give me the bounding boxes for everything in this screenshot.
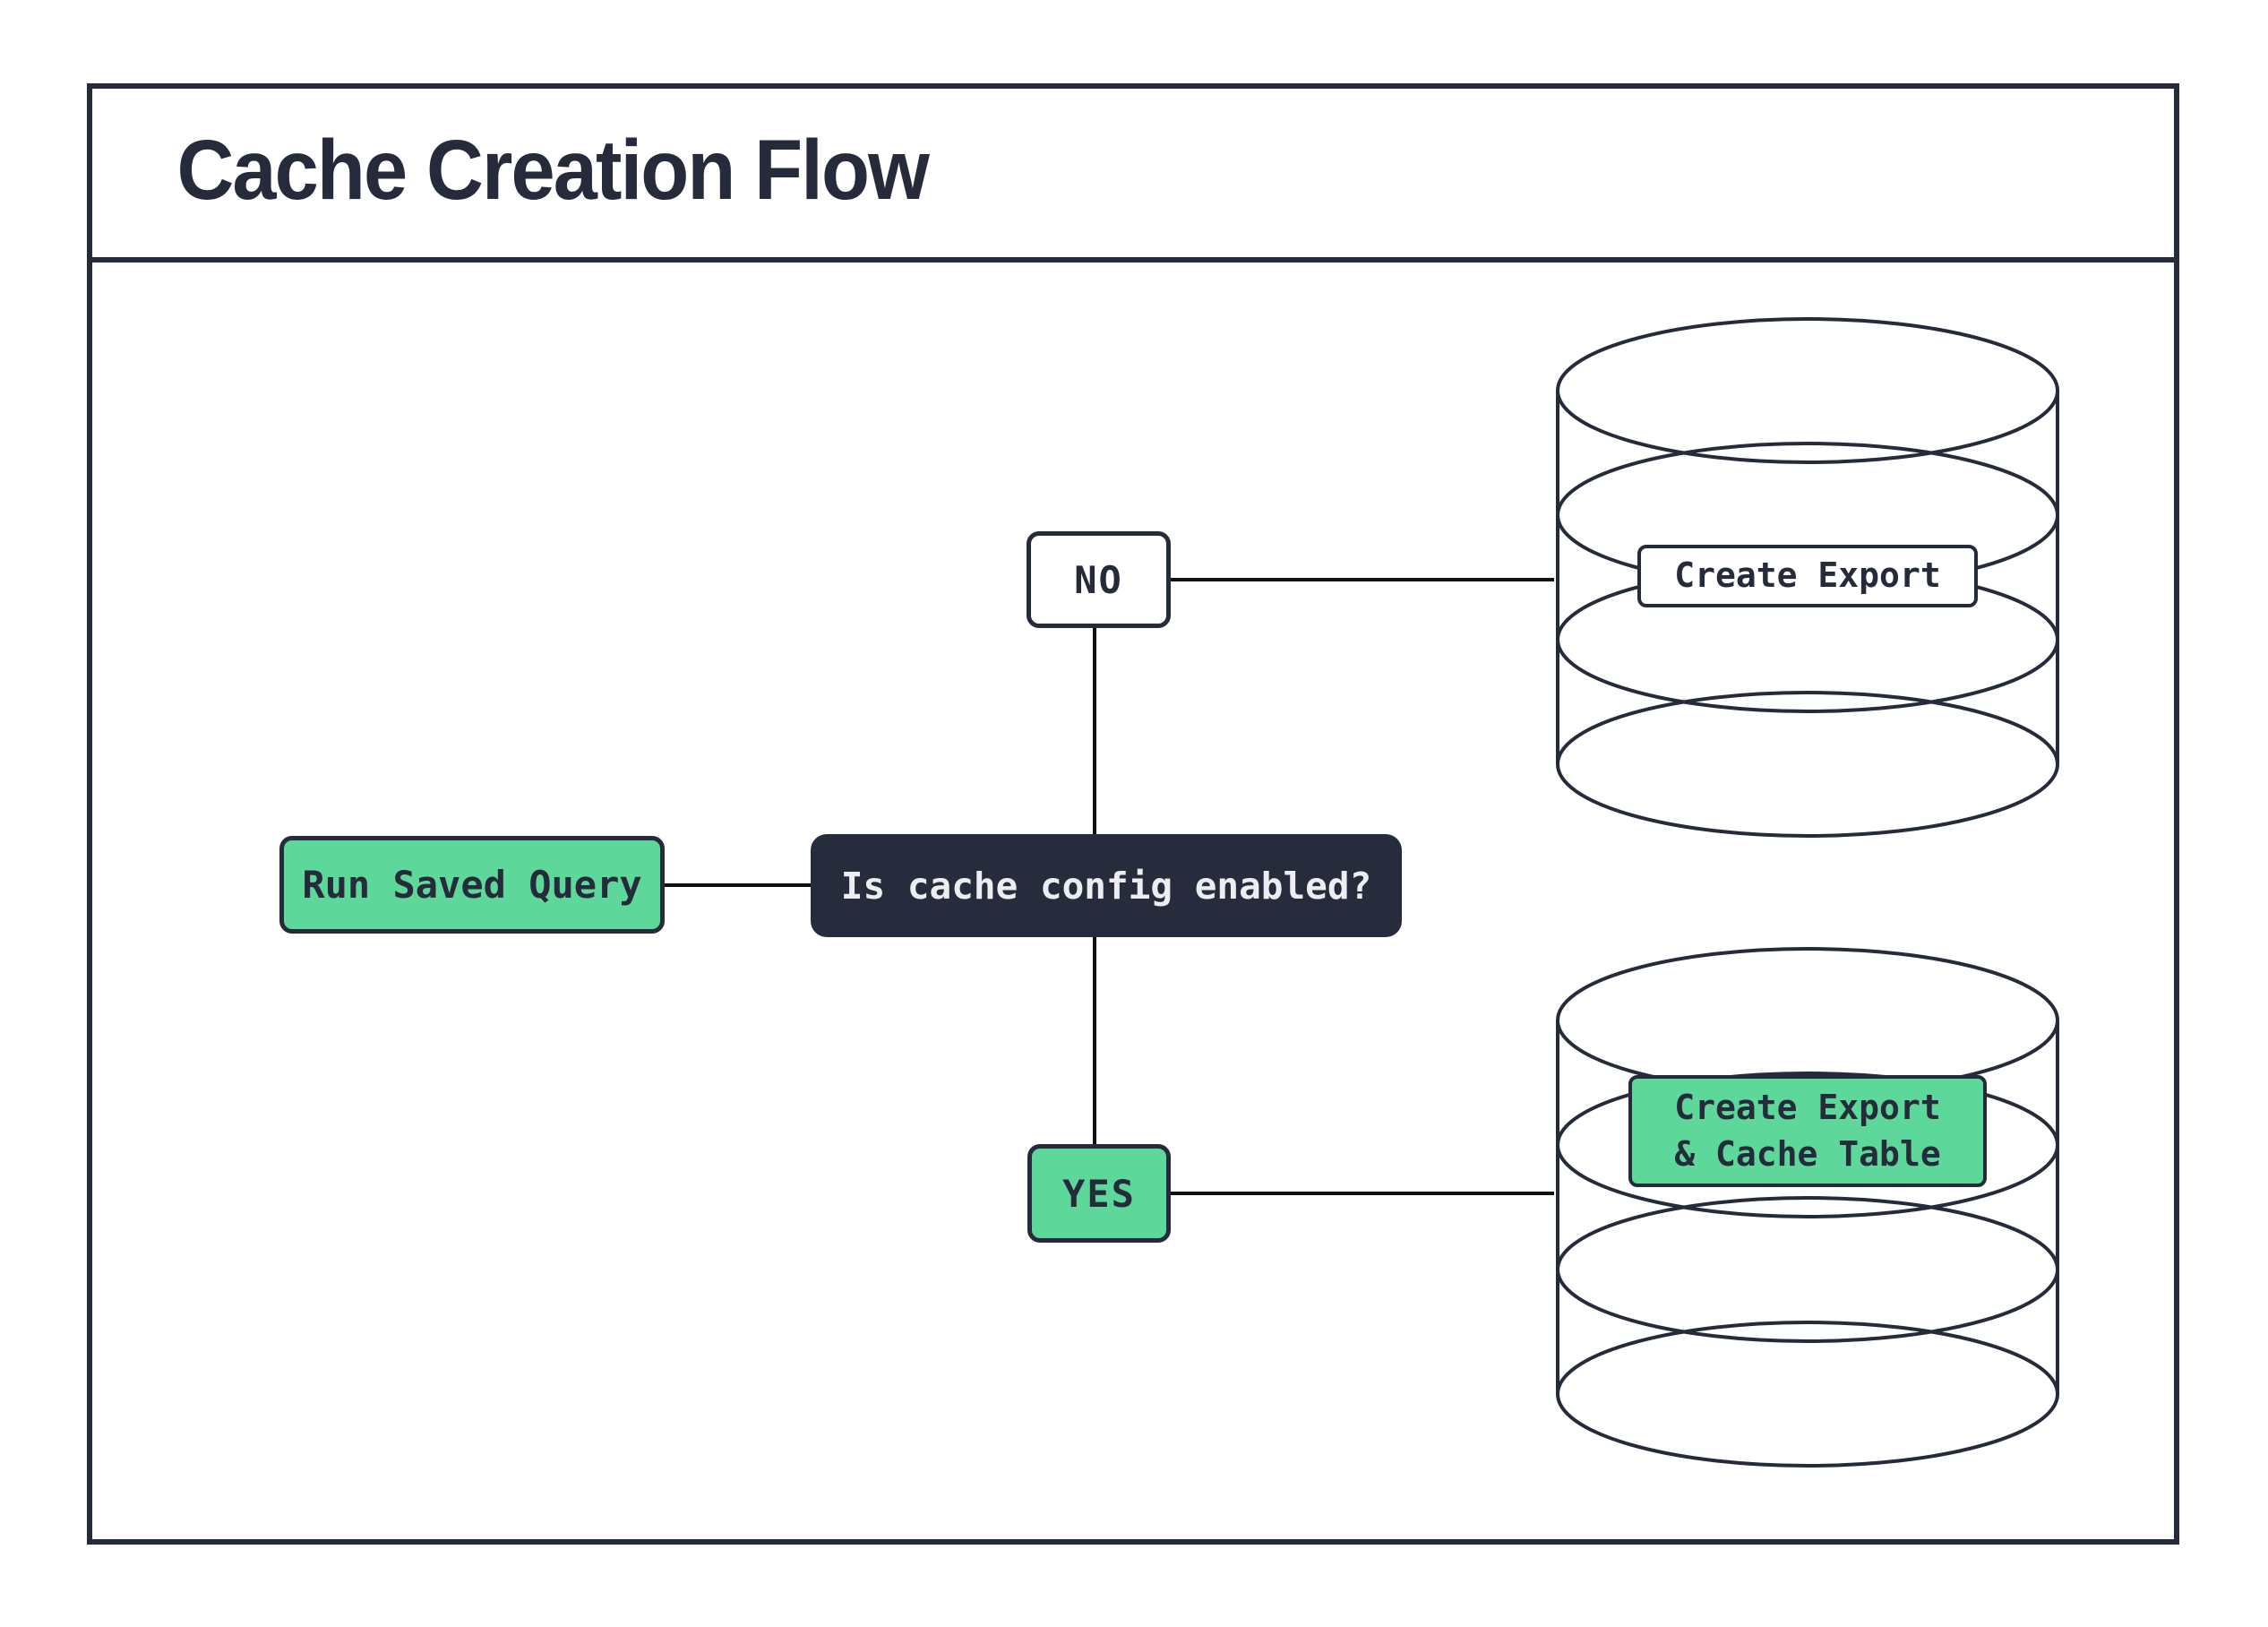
diagram-frame — [87, 83, 2179, 1545]
node-cache-config-decision: Is cache config enabled? — [811, 834, 1402, 937]
cache-database-label: Create Export & Cache Table — [1628, 1075, 1987, 1187]
cache-database-label-line1: Create Export — [1674, 1088, 1941, 1128]
node-yes-label: YES — [1062, 1171, 1136, 1216]
page-title: Cache Creation Flow — [176, 122, 929, 218]
connector-decision-to-no — [1093, 628, 1096, 834]
cache-database — [1554, 945, 2061, 1469]
node-yes: YES — [1027, 1144, 1171, 1243]
cache-database-label-line2: & Cache Table — [1674, 1133, 1941, 1174]
connector-decision-to-yes — [1093, 937, 1096, 1144]
export-database-label-text: Create Export — [1674, 555, 1941, 596]
node-no: NO — [1027, 531, 1171, 628]
connector-start-to-decision — [665, 883, 811, 887]
node-run-saved-query: Run Saved Query — [279, 836, 665, 934]
connector-no-to-export-db — [1171, 578, 1554, 581]
node-cache-config-decision-label: Is cache config enabled? — [840, 864, 1372, 908]
database-cylinder-icon — [1556, 947, 2059, 1468]
export-database-label: Create Export — [1637, 545, 1978, 607]
connector-yes-to-cache-db — [1171, 1192, 1554, 1195]
node-no-label: NO — [1074, 557, 1123, 602]
title-bar: Cache Creation Flow — [87, 83, 2179, 263]
node-run-saved-query-label: Run Saved Query — [302, 863, 642, 907]
